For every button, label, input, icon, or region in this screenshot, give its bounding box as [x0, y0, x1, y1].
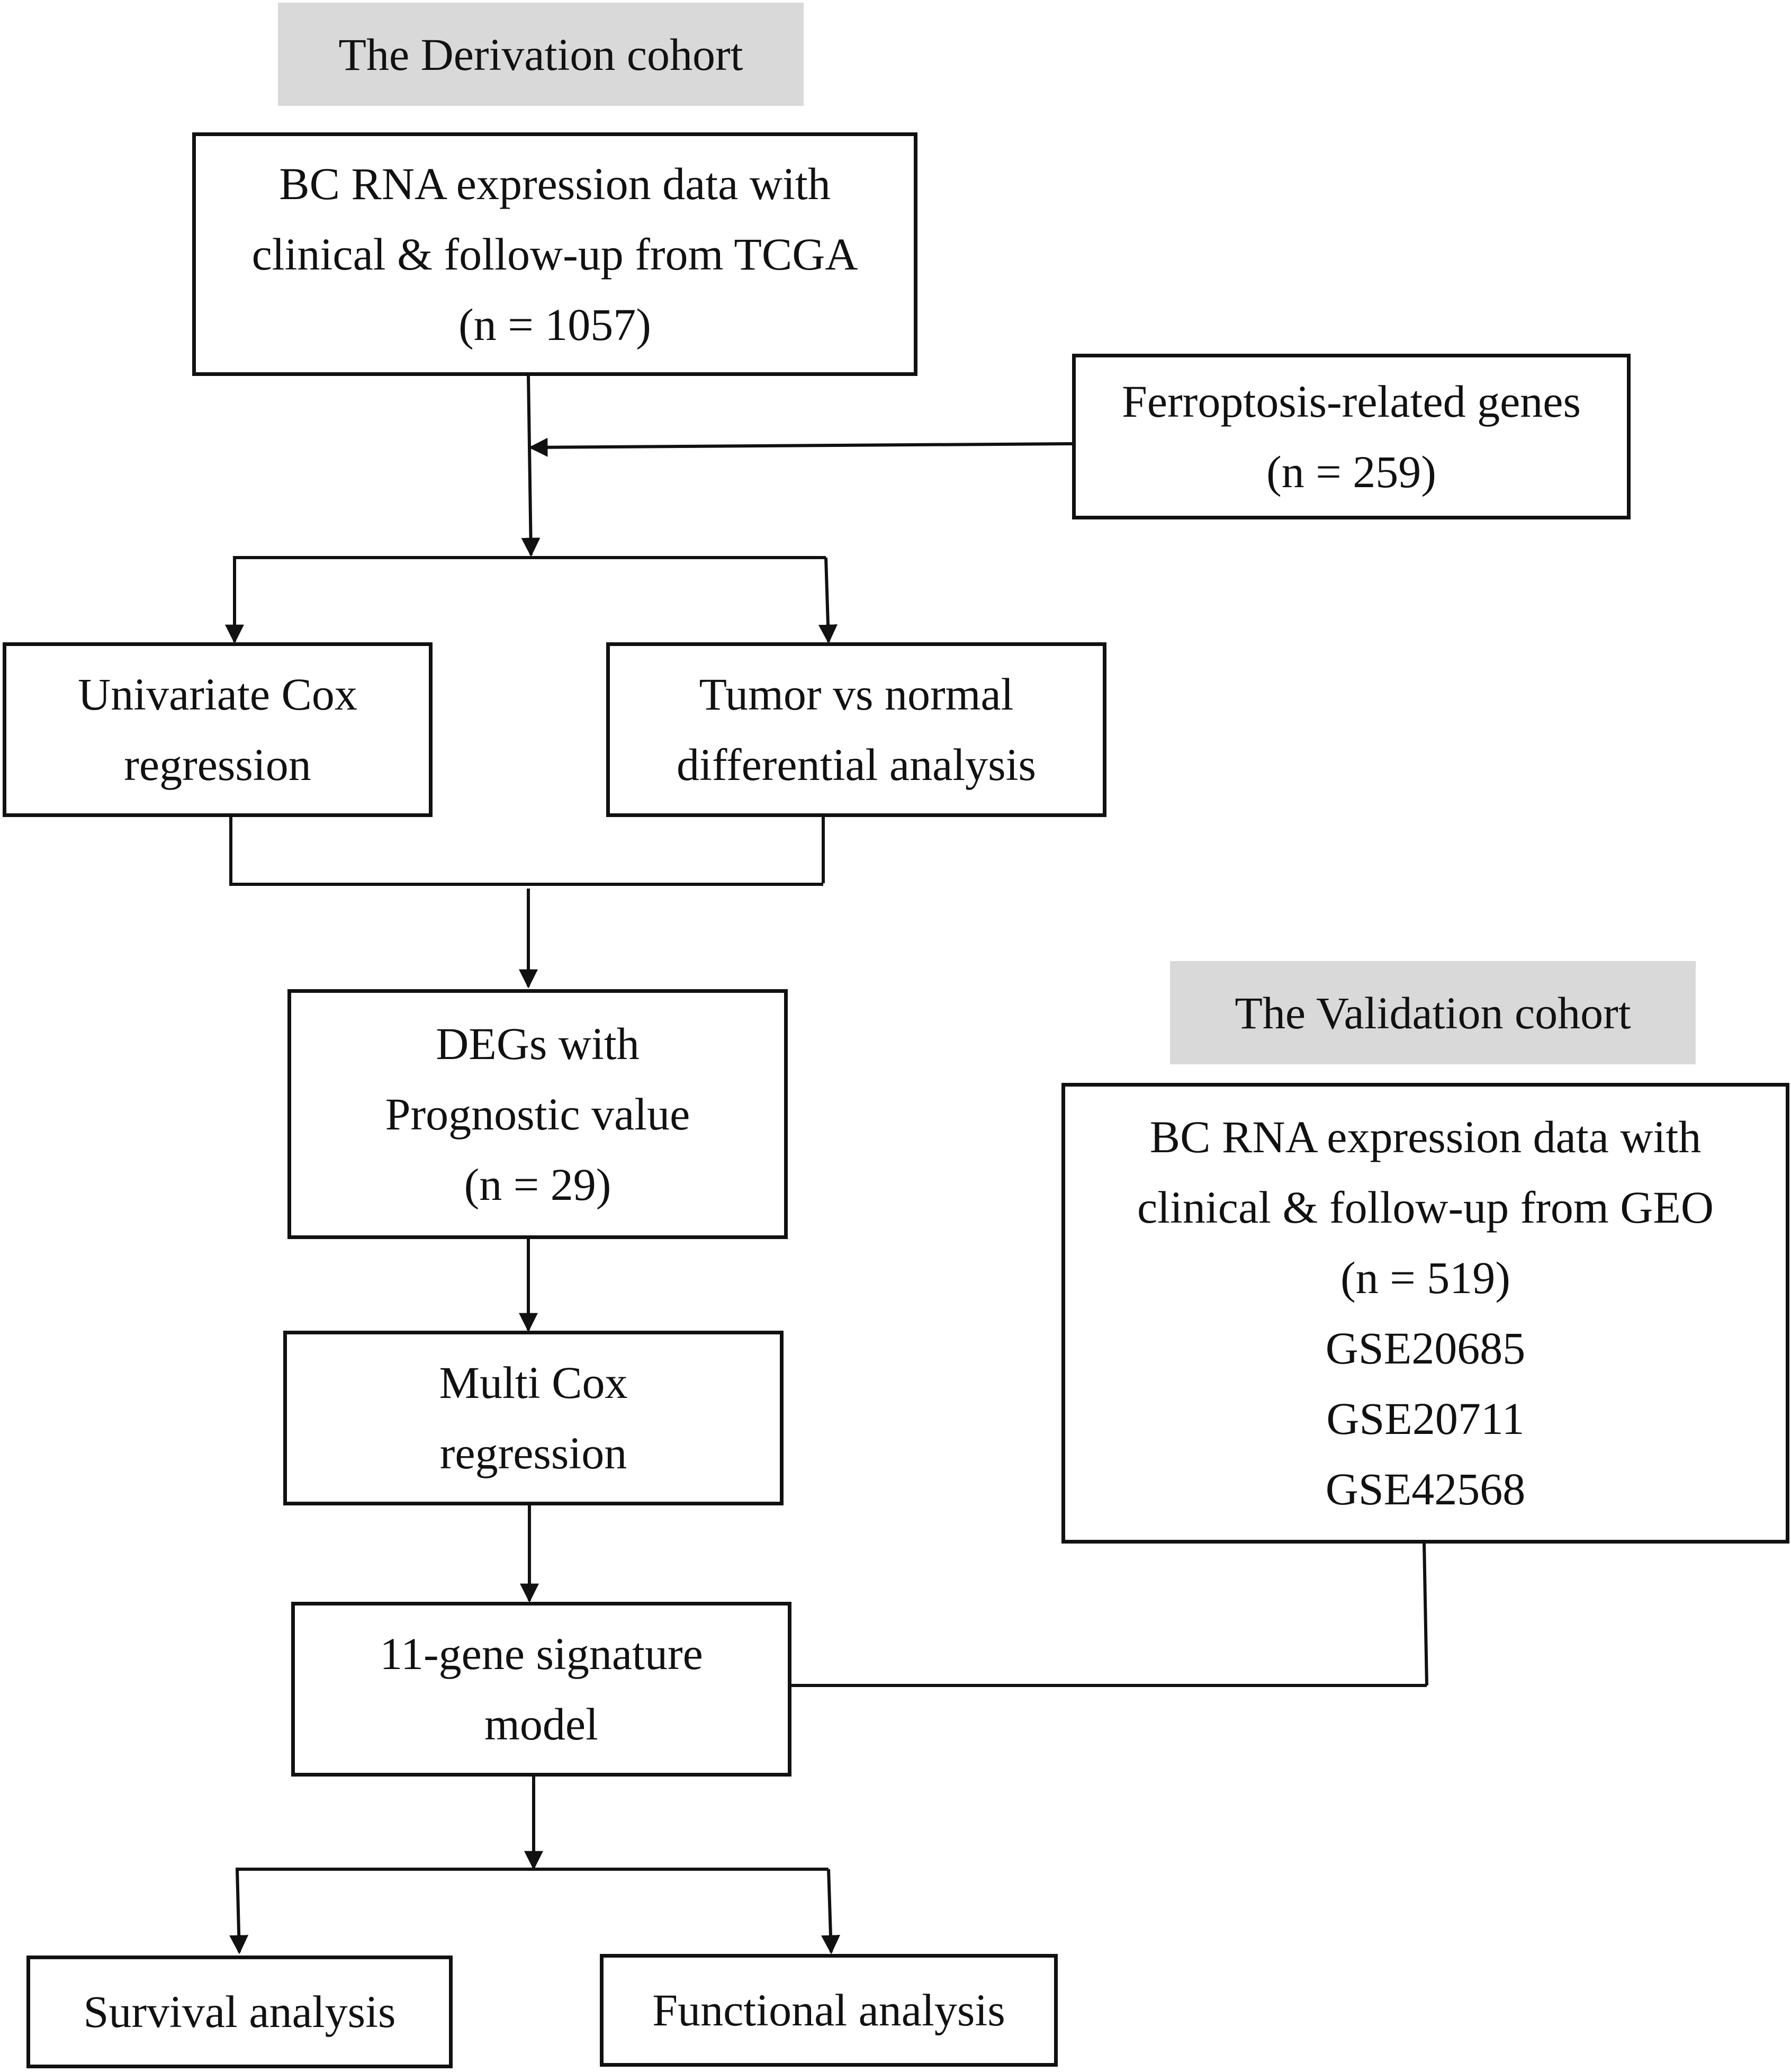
tcga-data-box: BC RNA expression data with clinical & f…	[192, 132, 917, 376]
geo-connector-vertical	[1423, 1542, 1428, 1686]
arrow-to-functional	[821, 1869, 840, 1954]
geo-line-1: BC RNA expression data with	[1149, 1111, 1702, 1162]
survival-analysis-box: Survival analysis	[26, 1956, 453, 2068]
signature-line-2: model	[484, 1699, 598, 1750]
degs-line-3: (n = 29)	[464, 1159, 611, 1210]
derivation-cohort-label: The Derivation cohort	[278, 3, 804, 106]
degs-line-2: Prognostic value	[385, 1088, 690, 1140]
survival-line-1: Survival analysis	[83, 1986, 396, 2037]
tcga-line-1: BC RNA expression data with	[279, 158, 831, 209]
tumor-normal-line-1: Tumor vs normal	[699, 669, 1014, 720]
signature-line-1: 11-gene signature	[380, 1628, 703, 1679]
derivation-cohort-label-text: The Derivation cohort	[338, 29, 743, 80]
univariate-cox-box: Univariate Cox regression	[3, 642, 433, 817]
arrow-ferroptosis-to-main	[528, 437, 1073, 457]
functional-analysis-box: Functional analysis	[600, 1954, 1058, 2067]
multi-cox-box: Multi Cox regression	[283, 1331, 784, 1505]
validation-cohort-label-text: The Validation cohort	[1235, 987, 1631, 1038]
degs-line-1: DEGs with	[436, 1018, 640, 1069]
tcga-line-3: (n = 1057)	[458, 299, 651, 350]
geo-line-5: GSE20711	[1326, 1393, 1525, 1444]
degs-prognostic-box: DEGs with Prognostic value (n = 29)	[287, 989, 788, 1239]
validation-cohort-label: The Validation cohort	[1170, 961, 1696, 1064]
ferroptosis-line-1: Ferroptosis-related genes	[1122, 375, 1581, 427]
ferroptosis-line-2: (n = 259)	[1266, 446, 1436, 497]
multi-cox-line-2: regression	[439, 1428, 627, 1478]
geo-data-box: BC RNA expression data with clinical & f…	[1061, 1083, 1789, 1544]
geo-line-4: GSE20685	[1325, 1323, 1526, 1374]
functional-line-1: Functional analysis	[652, 1985, 1005, 2035]
arrow-to-survival	[229, 1869, 249, 1954]
ferroptosis-genes-box: Ferroptosis-related genes (n = 259)	[1072, 354, 1631, 519]
tcga-line-2: clinical & follow-up from TCGA	[251, 228, 858, 280]
univariate-line-1: Univariate Cox	[78, 669, 357, 720]
tumor-normal-box: Tumor vs normal differential analysis	[606, 642, 1106, 817]
geo-line-3: (n = 519)	[1340, 1252, 1510, 1303]
geo-line-2: clinical & follow-up from GEO	[1137, 1182, 1714, 1233]
gene-signature-box: 11-gene signature model	[291, 1602, 791, 1777]
arrow-tcga-to-split	[521, 374, 541, 557]
arrow-to-tumor-normal	[818, 557, 838, 644]
tumor-normal-line-2: differential analysis	[676, 739, 1036, 790]
geo-line-6: GSE42568	[1325, 1464, 1526, 1514]
univariate-line-2: regression	[124, 739, 311, 790]
multi-cox-line-1: Multi Cox	[439, 1357, 628, 1408]
